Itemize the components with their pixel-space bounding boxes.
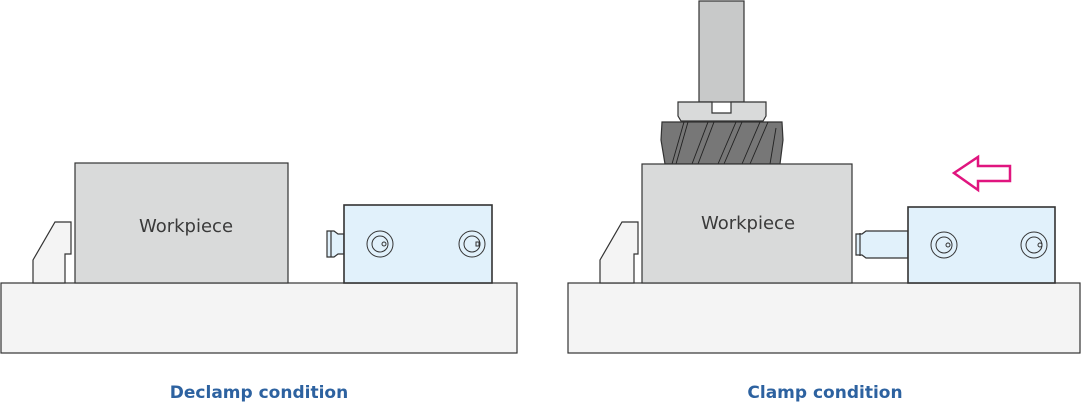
bolt-icon	[930, 231, 958, 259]
tool-collar	[677, 101, 767, 122]
clamp-body	[343, 204, 493, 284]
fixed-stop	[599, 221, 639, 284]
declamp-caption: Declamp condition	[170, 383, 348, 403]
plunger	[326, 230, 345, 258]
clamp-body	[907, 206, 1056, 284]
bolt-icon	[458, 230, 486, 258]
base-plate	[0, 282, 518, 354]
workpiece-label: Workpiece	[701, 213, 795, 234]
base-plate	[567, 282, 1081, 354]
clamp-panel	[567, 0, 1081, 354]
declamp-panel	[0, 162, 518, 354]
workpiece-label: Workpiece	[139, 216, 233, 237]
workpiece	[641, 163, 853, 284]
arrow-left-outline-icon	[951, 154, 1012, 193]
bolt-icon	[1020, 231, 1048, 259]
clamp-caption: Clamp condition	[747, 383, 902, 403]
cutter-head	[660, 121, 784, 165]
fixed-stop	[32, 221, 72, 284]
plunger	[855, 230, 909, 259]
workpiece	[74, 162, 289, 284]
tool-shank	[698, 0, 745, 103]
bolt-icon	[366, 230, 394, 258]
